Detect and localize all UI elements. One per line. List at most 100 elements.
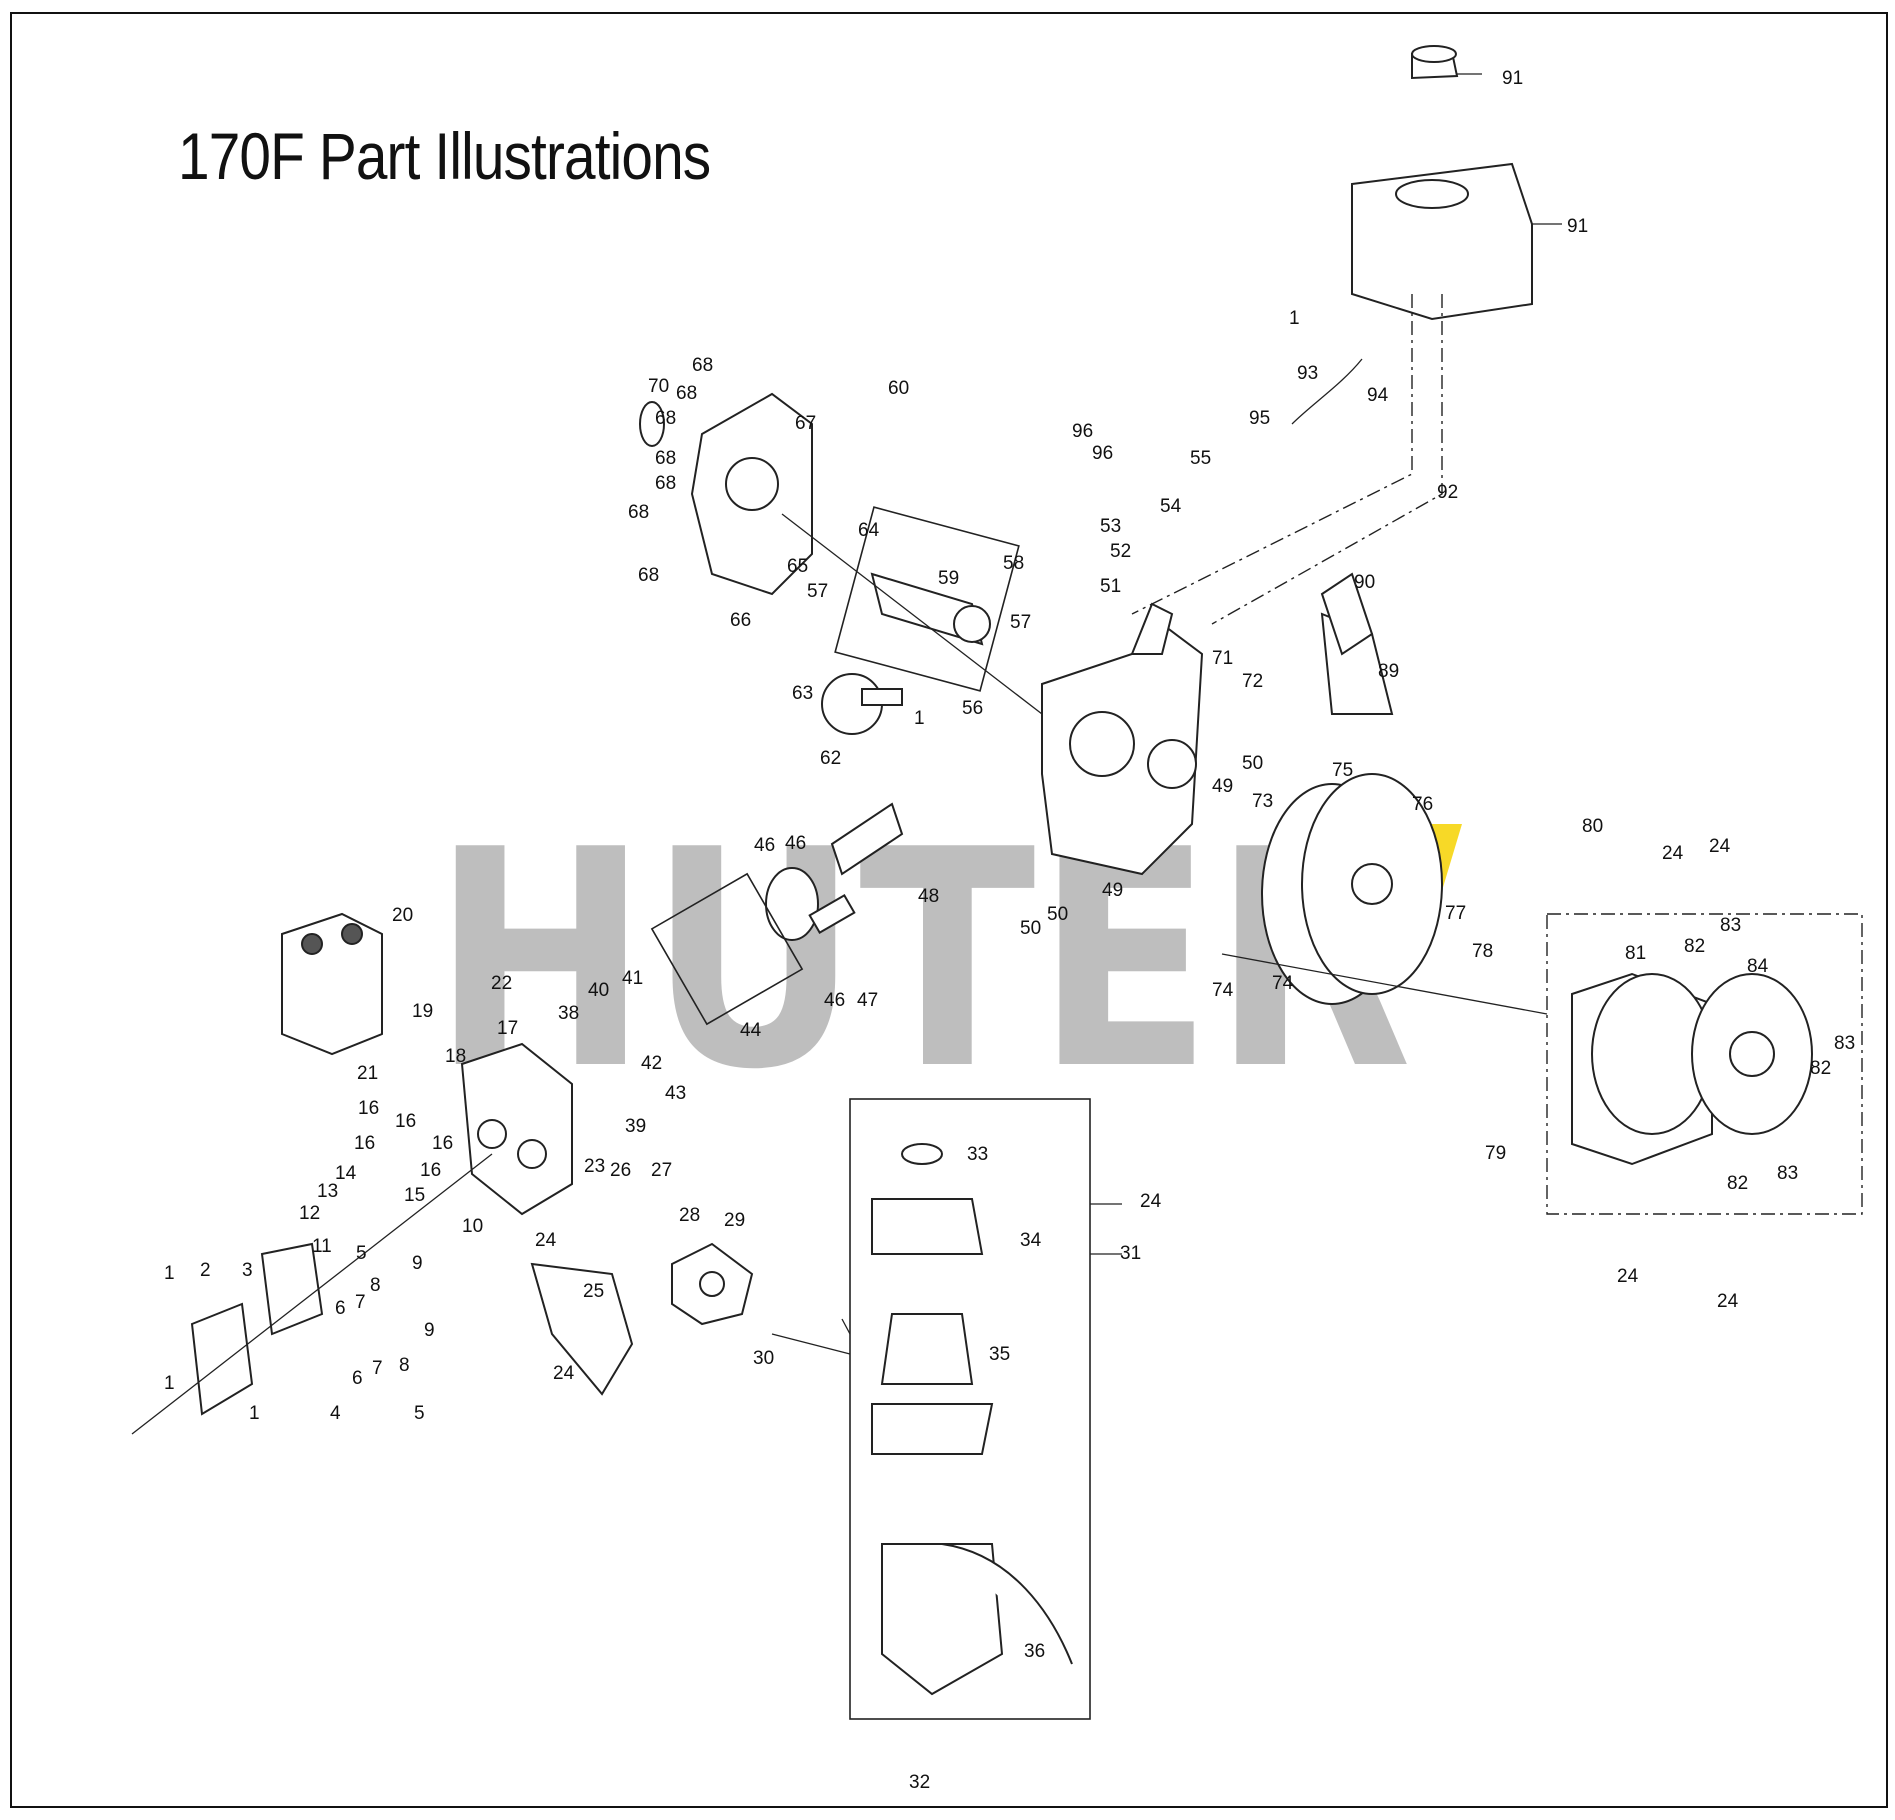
callout-1-a: 1	[164, 1263, 175, 1284]
watermark-text: HUTER	[432, 786, 1412, 1135]
callout-7a: 7	[355, 1292, 366, 1313]
callout-9a: 9	[412, 1253, 423, 1274]
callout-83c: 83	[1777, 1163, 1798, 1184]
callout-16a: 16	[358, 1098, 379, 1119]
callout-1-c: 1	[249, 1403, 260, 1424]
callout-57b: 57	[1010, 612, 1031, 633]
callout-19: 19	[412, 1001, 433, 1022]
callout-13: 13	[317, 1181, 338, 1202]
callout-18: 18	[445, 1046, 466, 1067]
callout-37: 38	[558, 1003, 579, 1024]
callout-89: 92	[1437, 482, 1458, 503]
callout-81: 81	[1625, 943, 1646, 964]
callout-4: 4	[330, 1403, 341, 1424]
drawing-frame: 170F Part Illustrations HUTER	[10, 12, 1888, 1808]
callout-60: 60	[888, 378, 909, 399]
callout-5a: 5	[356, 1243, 367, 1264]
callout-30: 30	[753, 1348, 774, 1369]
cylinder-head	[460, 1042, 573, 1216]
callout-24-low: 24	[553, 1363, 575, 1384]
callout-1-tank: 1	[1289, 308, 1300, 329]
air-filter-box	[849, 1098, 1091, 1720]
callout-74: 74	[1272, 973, 1294, 994]
callout-82a: 82	[1684, 936, 1705, 957]
callout-9b: 9	[424, 1320, 435, 1341]
callout-88: 91	[1567, 216, 1588, 237]
callout-31: 31	[1120, 1243, 1141, 1264]
callout-43: 44	[740, 1020, 762, 1041]
callout-15: 15	[404, 1185, 425, 1206]
callout-65: 66	[730, 610, 751, 631]
piston-assembly	[650, 802, 904, 1026]
callout-1-b: 1	[164, 1373, 175, 1394]
leader-lines	[131, 294, 1548, 1435]
callout-2: 2	[200, 1260, 211, 1281]
callout-55: 55	[1190, 448, 1211, 469]
callout-83b: 83	[1834, 1033, 1855, 1054]
callout-6a: 6	[335, 1298, 346, 1319]
callout-28: 28	[679, 1205, 700, 1226]
callout-25: 25	[583, 1281, 604, 1302]
callout-51: 51	[1100, 576, 1121, 597]
callout-49a: 49	[1212, 776, 1233, 797]
callout-91b: 95	[1249, 408, 1270, 429]
callout-57a: 57	[807, 581, 828, 602]
callout-90: 93	[1297, 363, 1318, 384]
callout-24-guard: 24	[535, 1230, 557, 1251]
callout-87: 91	[1502, 68, 1523, 89]
callout-39: 40	[588, 980, 609, 1001]
callout-7b: 7	[372, 1358, 383, 1379]
side-guard	[1320, 572, 1374, 656]
callout-68e: 68	[655, 473, 676, 494]
callout-53: 53	[1100, 516, 1121, 537]
callout-46a: 46	[754, 835, 775, 856]
callout-86: 90	[1354, 572, 1375, 593]
callout-14: 14	[335, 1163, 357, 1184]
callout-93: 96	[1092, 443, 1113, 464]
fuel-tank	[1351, 45, 1562, 321]
callout-12: 12	[299, 1203, 320, 1224]
head-cover	[190, 1242, 324, 1416]
callout-80: 80	[1582, 816, 1603, 837]
callout-47: 48	[918, 886, 939, 907]
callout-58: 58	[1003, 553, 1024, 574]
crankcase-cover	[639, 392, 813, 596]
callout-68b: 68	[676, 383, 697, 404]
callout-48: 49	[1102, 880, 1123, 901]
callout-6b: 6	[352, 1368, 363, 1389]
callout-50b: 50	[1020, 918, 1041, 939]
callout-1-crankcase: 1	[914, 708, 925, 729]
callout-24-r1: 24	[1662, 843, 1684, 864]
callout-91a: 94	[1367, 385, 1389, 406]
callout-49b: 50	[1047, 904, 1068, 925]
callout-59: 59	[938, 568, 959, 589]
callout-73: 74	[1212, 980, 1234, 1001]
exploded-parts-diagram: HUTER	[131, 45, 1863, 1793]
callout-21: 21	[357, 1063, 378, 1084]
callout-68d: 68	[655, 448, 676, 469]
callout-70: 71	[1212, 648, 1233, 669]
callout-45: 46	[824, 990, 845, 1011]
callout-36: 36	[1024, 1641, 1045, 1662]
callout-77: 77	[1445, 903, 1466, 924]
callout-11: 11	[312, 1236, 332, 1257]
callout-82b: 82	[1810, 1058, 1831, 1079]
callout-5b: 5	[414, 1403, 425, 1424]
callout-82c: 82	[1727, 1173, 1748, 1194]
fuel-hose	[1291, 358, 1363, 425]
callout-64: 65	[787, 556, 808, 577]
callout-68f: 68	[638, 565, 659, 586]
watermark-logo: HUTER	[432, 786, 1462, 1135]
callout-16e: 16	[420, 1160, 441, 1181]
callout-34: 34	[1020, 1230, 1042, 1251]
callout-72: 73	[1252, 791, 1273, 812]
callout-68c: 68	[655, 408, 676, 429]
callout-24-box: 24	[1140, 1191, 1162, 1212]
callout-69: 70	[648, 376, 669, 397]
callout-16d: 16	[432, 1133, 453, 1154]
carburetor	[671, 1242, 754, 1326]
callout-63: 64	[858, 520, 880, 541]
recoil-starter-box	[1546, 913, 1863, 1215]
callout-78: 78	[1472, 941, 1493, 962]
callout-46b: 47	[857, 990, 878, 1011]
